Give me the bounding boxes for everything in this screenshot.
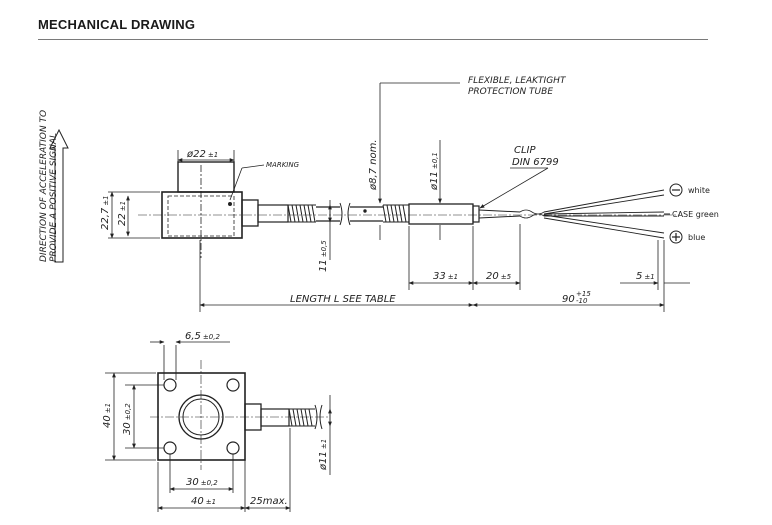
top-spring-coil [288, 404, 323, 430]
direction-note-line-2: PROVIDE A POSITIVE SIGNAL [49, 133, 59, 262]
direction-arrow-icon [49, 128, 69, 263]
dim-w30: 30±0,2 [186, 477, 218, 488]
cable-sleeve [408, 203, 474, 225]
clip [472, 205, 480, 223]
dim-h11: 11±0,5 [318, 240, 329, 272]
marking-label: MARKING [266, 161, 300, 169]
dim-d8-7: ø8,7 nom. [368, 139, 379, 191]
dim-length: LENGTH L SEE TABLE [290, 294, 396, 305]
connector [241, 199, 259, 227]
direction-note-line-1: DIRECTION OF ACCELERATION TO [39, 110, 49, 262]
dim-d22: ø22±1 [186, 149, 218, 160]
side-view: DIRECTION OF ACCELERATION TO PROVIDE A P… [39, 82, 690, 312]
lead-wires [543, 189, 665, 239]
dim-w40: 40±1 [191, 496, 216, 507]
top-view [105, 340, 332, 512]
spring-coil [287, 204, 316, 223]
dim-w25: 25max. [250, 496, 288, 507]
dim-top-d11: ø11±1 [318, 439, 329, 471]
sensor-cap [177, 161, 235, 193]
dim-h40: 40±1 [102, 403, 113, 428]
wire-case-green-label: CASE green [672, 210, 719, 219]
mounting-hole [163, 378, 177, 392]
marking-dot [228, 202, 232, 206]
mounting-hole [163, 441, 177, 455]
dim-h30: 30±0,2 [122, 403, 133, 435]
dim-l90-tol-up: +15 [576, 290, 591, 298]
section-heading: MECHANICAL DRAWING [38, 17, 196, 32]
minus-terminal-icon [669, 183, 683, 197]
dim-h22-7: 22,7±1 [100, 195, 111, 230]
mounting-hole [226, 378, 240, 392]
protection-tube [316, 206, 383, 222]
tube-label-1: FLEXIBLE, LEAKTIGHT [468, 76, 567, 86]
plus-terminal-icon [669, 230, 683, 244]
wire-white-label: white [688, 186, 710, 195]
dim-h22: 22±1 [117, 201, 128, 226]
dim-l20: 20±5 [486, 271, 512, 282]
heading-divider [38, 39, 708, 40]
dim-d11: ø11±0,1 [429, 152, 440, 191]
mounting-flange [157, 372, 246, 461]
wire-blue-label: blue [688, 233, 705, 242]
dim-l90-tol-down: -10 [576, 297, 588, 305]
clip-label-2: DIN 6799 [512, 157, 559, 168]
dim-l5: 5±1 [636, 271, 655, 282]
dim-l90: 90 [562, 294, 575, 305]
dim-l33: 33±1 [433, 271, 458, 282]
mounting-hole [226, 441, 240, 455]
tube-label-2: PROTECTION TUBE [468, 87, 553, 97]
dim-w6-5: 6,5±0,2 [185, 331, 220, 342]
clip-label-1: CLIP [514, 145, 537, 156]
